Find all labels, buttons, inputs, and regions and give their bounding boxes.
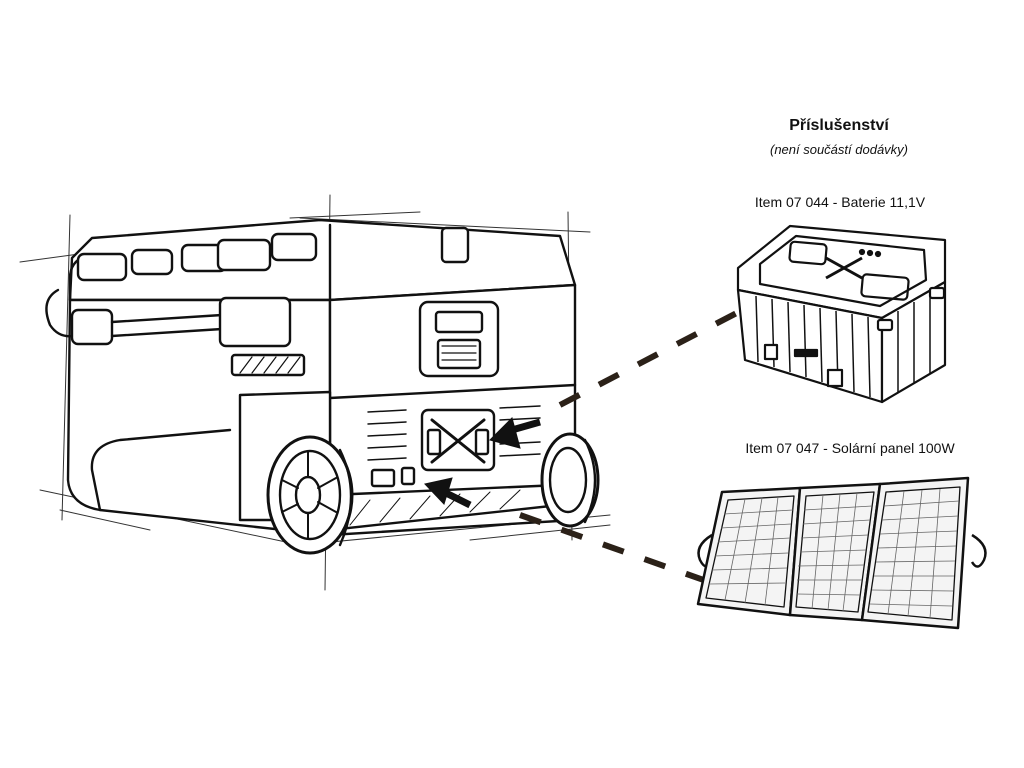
cooler-box-illustration [19, 194, 611, 591]
accessories-title: Příslušenství [789, 117, 889, 134]
solar-panel-label: Item 07 047 - Solární panel 100W [745, 440, 955, 456]
solar-connector-line [518, 512, 714, 586]
solar-panel-icon [696, 476, 987, 630]
battery-connector-line [558, 302, 754, 408]
port-arrow-icon [424, 417, 541, 509]
accessories-subtitle: (není součástí dodávky) [769, 142, 909, 157]
battery-label: Item 07 044 - Baterie 11,1V [754, 194, 926, 210]
battery-icon [736, 224, 947, 404]
